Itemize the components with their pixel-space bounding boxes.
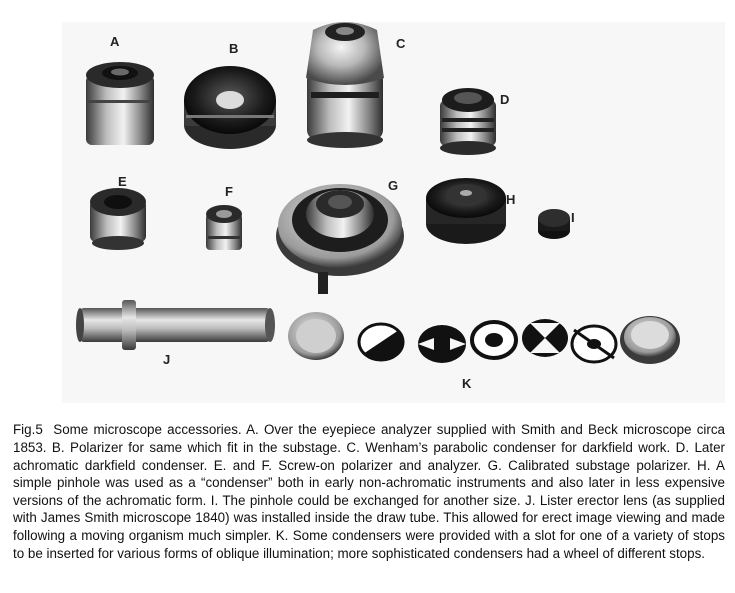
label-k: K (462, 376, 472, 391)
item-k-condenser-stops (288, 312, 680, 364)
item-i-pinhole-disc (538, 209, 570, 239)
stop-segmented-disc (522, 319, 568, 357)
label-f: F (225, 184, 233, 199)
figure-caption: Fig.5 Some microscope accessories. A. Ov… (13, 421, 725, 562)
item-h-pinhole-condenser (426, 178, 506, 244)
stop-half-disc (357, 322, 405, 362)
figure-number: Fig.5 (13, 422, 43, 438)
accessories-photograph: A B C D E F (76, 22, 680, 391)
label-c: C (396, 36, 406, 51)
label-b: B (229, 41, 238, 56)
label-e: E (118, 174, 127, 189)
label-j: J (163, 352, 170, 367)
item-b-polarizer (184, 66, 276, 149)
stop-plain-disc (288, 312, 344, 360)
item-c-parabolic-condenser (306, 22, 384, 148)
label-g: G (388, 178, 398, 193)
stop-cap (620, 316, 680, 364)
label-a: A (110, 34, 120, 49)
item-j-erector-lens (76, 300, 275, 350)
item-g-calibrated-polarizer (276, 184, 404, 294)
item-a-analyzer (86, 62, 154, 145)
stop-ring-with-bar (570, 324, 618, 364)
label-i: I (571, 210, 575, 225)
stop-ring-with-center (470, 320, 518, 360)
item-e-screw-on-polarizer (90, 188, 146, 250)
label-h: H (506, 192, 515, 207)
item-f-screw-on-analyzer (206, 205, 242, 250)
stop-slotted-disc (418, 325, 466, 363)
item-d-darkfield-condenser (440, 88, 496, 155)
caption-text: Some microscope accessories. A. Over the… (13, 422, 725, 561)
label-d: D (500, 92, 509, 107)
